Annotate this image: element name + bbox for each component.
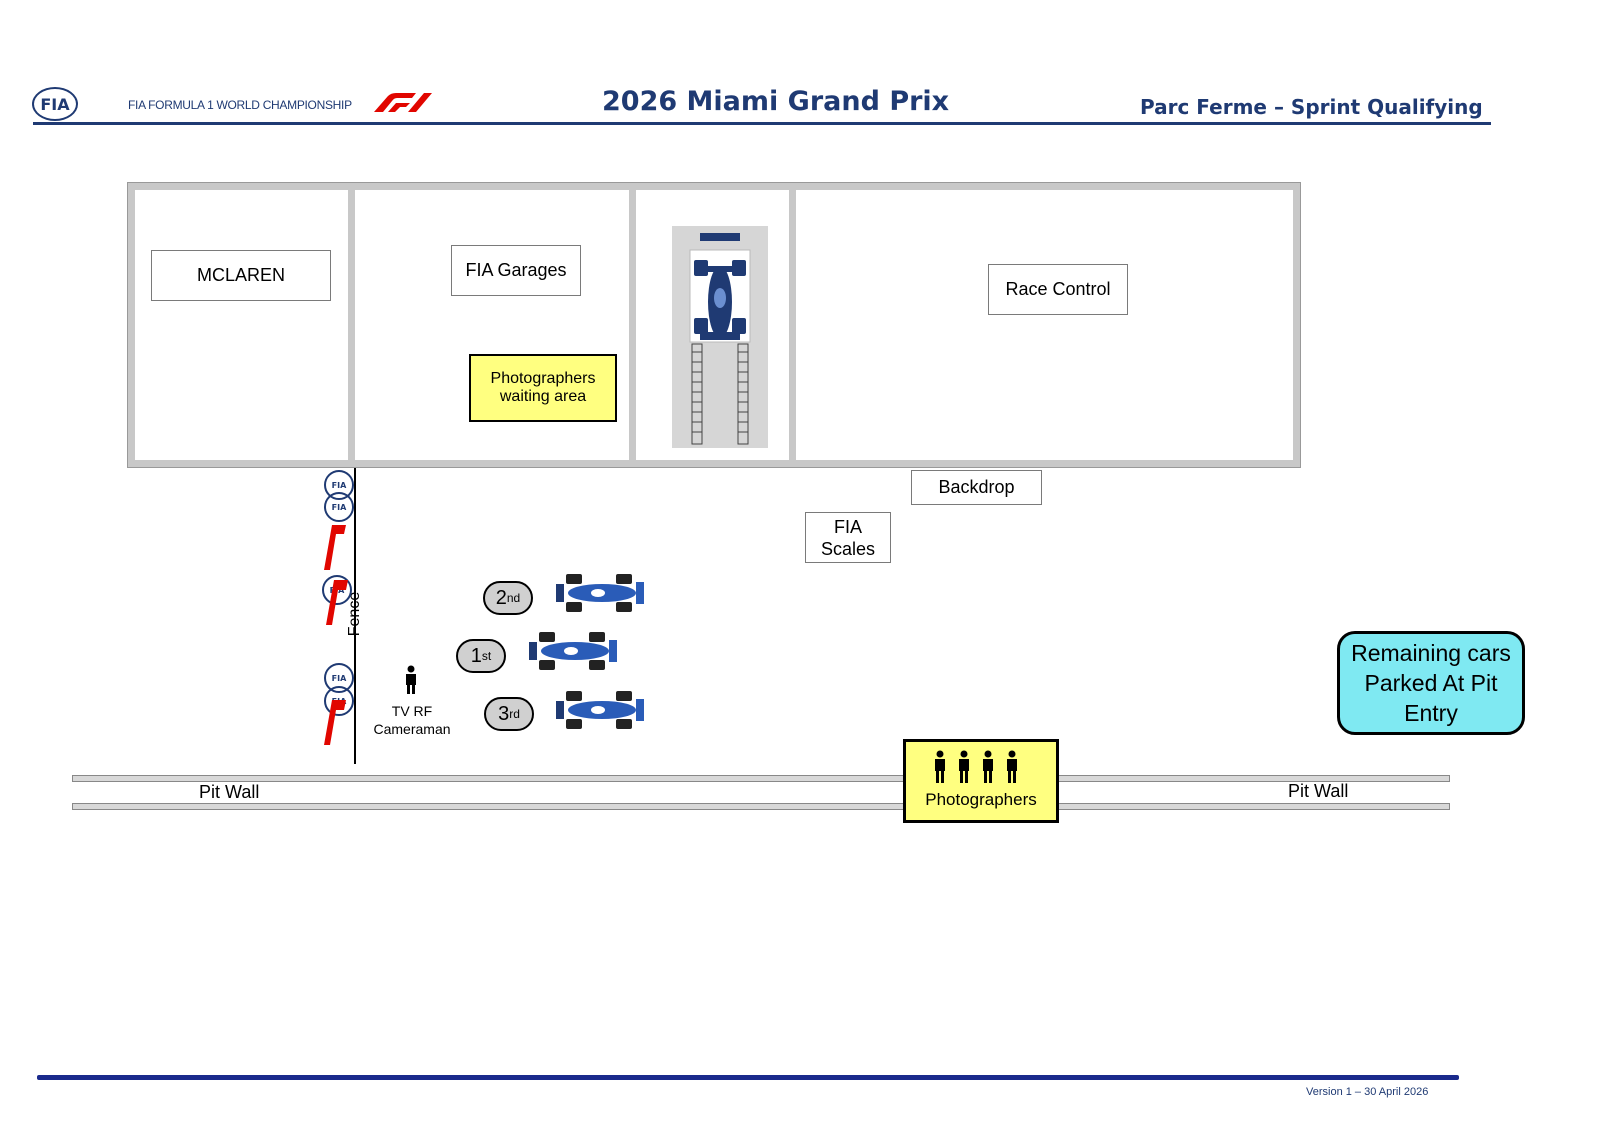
fia-logo-text: FIA bbox=[40, 94, 70, 114]
position-1-suffix: st bbox=[481, 649, 492, 663]
fia-garages-label: FIA Garages bbox=[465, 260, 567, 280]
race-control-label: Race Control bbox=[1005, 279, 1111, 299]
page-title: 2026 Miami Grand Prix bbox=[602, 86, 950, 117]
fia-scales-box: FIA Scales bbox=[805, 512, 891, 563]
fence-f1-logo-icons bbox=[324, 525, 348, 745]
fia-scales-label-line2: Scales bbox=[820, 538, 876, 559]
remaining-cars-label: Remaining cars Parked At Pit Entry bbox=[1351, 640, 1511, 726]
backdrop-box: Backdrop bbox=[911, 470, 1042, 505]
header-rule bbox=[33, 122, 1491, 125]
mclaren-label-box: MCLAREN bbox=[151, 250, 331, 301]
remaining-cars-callout: Remaining cars Parked At Pit Entry bbox=[1337, 631, 1525, 735]
position-2-number: 2 bbox=[495, 586, 507, 609]
race-control-label-box: Race Control bbox=[988, 264, 1128, 315]
car-icon-2nd bbox=[556, 574, 644, 612]
pit-wall-bottom bbox=[72, 803, 1450, 810]
cameraman-label: TV RF Cameraman bbox=[367, 702, 457, 738]
fence-fia-logo-2: FIA bbox=[324, 492, 354, 522]
cameraman-label-line2: Cameraman bbox=[373, 721, 451, 737]
mclaren-label: MCLAREN bbox=[196, 265, 285, 285]
fia-logo: FIA bbox=[32, 87, 78, 121]
pit-wall-label-right: Pit Wall bbox=[1288, 781, 1349, 801]
cameraman-label-line1: TV RF bbox=[391, 703, 433, 719]
garage-bay-race-control bbox=[796, 190, 1293, 460]
position-3-suffix: rd bbox=[509, 707, 520, 721]
fia-garages-label-box: FIA Garages bbox=[451, 245, 581, 296]
photographers-area: Photographers bbox=[903, 739, 1059, 823]
pit-wall-top bbox=[72, 775, 1450, 782]
fence-line bbox=[354, 468, 356, 764]
pit-wall-label-left: Pit Wall bbox=[199, 782, 260, 802]
position-3-number: 3 bbox=[498, 702, 510, 725]
position-1-number: 1 bbox=[470, 644, 482, 667]
footer-rule bbox=[37, 1075, 1459, 1080]
car-icon-3rd bbox=[556, 691, 644, 729]
championship-label: FIA FORMULA 1 WORLD CHAMPIONSHIP bbox=[128, 98, 352, 112]
fia-scales-label-line1: FIA bbox=[833, 516, 862, 537]
photographers-people-icon bbox=[935, 750, 1017, 783]
photographers-waiting-label: Photographers waiting area bbox=[490, 370, 596, 405]
page-subtitle: Parc Ferme – Sprint Qualifying bbox=[1140, 95, 1483, 119]
scales-car-icon bbox=[672, 226, 768, 448]
photographers-waiting-area: Photographers waiting area bbox=[469, 354, 617, 422]
cameraman-icon bbox=[406, 665, 416, 694]
backdrop-label: Backdrop bbox=[938, 477, 1015, 497]
photographers-label: Photographers bbox=[925, 790, 1037, 809]
car-icon-1st bbox=[529, 632, 617, 670]
version-label: Version 1 – 30 April 2026 bbox=[1306, 1086, 1429, 1098]
garage-bay-mclaren bbox=[135, 190, 348, 460]
position-2-suffix: nd bbox=[506, 591, 521, 605]
f1-logo-icon bbox=[374, 93, 432, 112]
